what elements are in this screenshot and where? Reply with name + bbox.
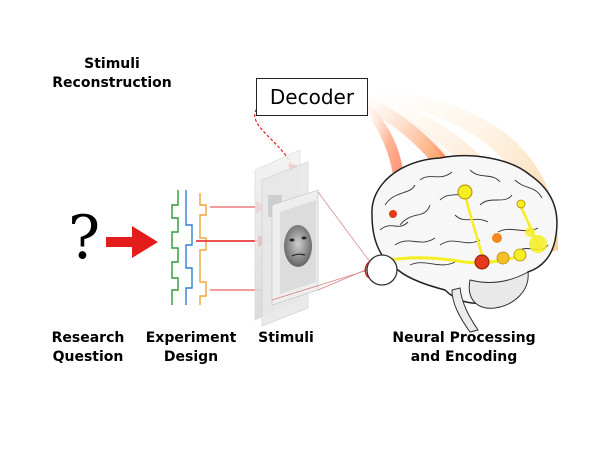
neural-line-2: and Encoding — [410, 349, 518, 365]
brain-outline — [371, 155, 558, 304]
brain-node-yellow-3 — [525, 227, 535, 237]
brain-node-top — [457, 184, 473, 200]
title-line-1: Stimuli — [84, 56, 140, 72]
neural-processing-label: Neural Processing and Encoding — [378, 329, 550, 367]
cornea — [364, 261, 370, 279]
experiment-design-label: Experiment Design — [136, 329, 246, 367]
research-line-1: Research — [51, 330, 125, 346]
stimuli-label: Stimuli — [248, 329, 324, 348]
experiment-design-signals — [171, 190, 207, 305]
question-arrow — [106, 226, 158, 258]
brain-node-right-top — [516, 199, 526, 209]
brain-node-red — [474, 254, 490, 270]
decoder-label: Decoder — [269, 85, 355, 109]
signal-blue — [185, 190, 193, 305]
research-line-2: Question — [52, 349, 124, 365]
decoder-box: Decoder — [256, 78, 368, 116]
projection-lines — [271, 191, 371, 301]
neural-line-1: Neural Processing — [392, 330, 536, 346]
stimuli-line: Stimuli — [258, 330, 314, 346]
face-shape — [284, 225, 312, 267]
research-question-label: Research Question — [36, 329, 140, 367]
experiment-line-1: Experiment — [145, 330, 237, 346]
brain-node-yellow-1 — [513, 248, 527, 262]
title-line-2: Reconstruction — [52, 75, 172, 91]
signal-orange — [199, 193, 207, 305]
cerebellum — [468, 271, 529, 309]
brain-node-orange-2 — [496, 251, 510, 265]
stimulus-stack — [254, 149, 319, 327]
brain — [371, 155, 558, 333]
brain-node-orange-1 — [492, 233, 502, 243]
title-label: Stimuli Reconstruction — [42, 55, 182, 93]
eye — [364, 254, 398, 286]
beam-mid — [366, 98, 460, 194]
eyeball — [366, 254, 398, 286]
question-mark: ? — [68, 203, 101, 273]
brain-stem — [451, 287, 479, 333]
experiment-line-2: Design — [163, 349, 219, 365]
signal-green — [171, 190, 179, 305]
brain-node-yellow-2 — [529, 235, 547, 253]
brain-node-left — [389, 210, 397, 218]
